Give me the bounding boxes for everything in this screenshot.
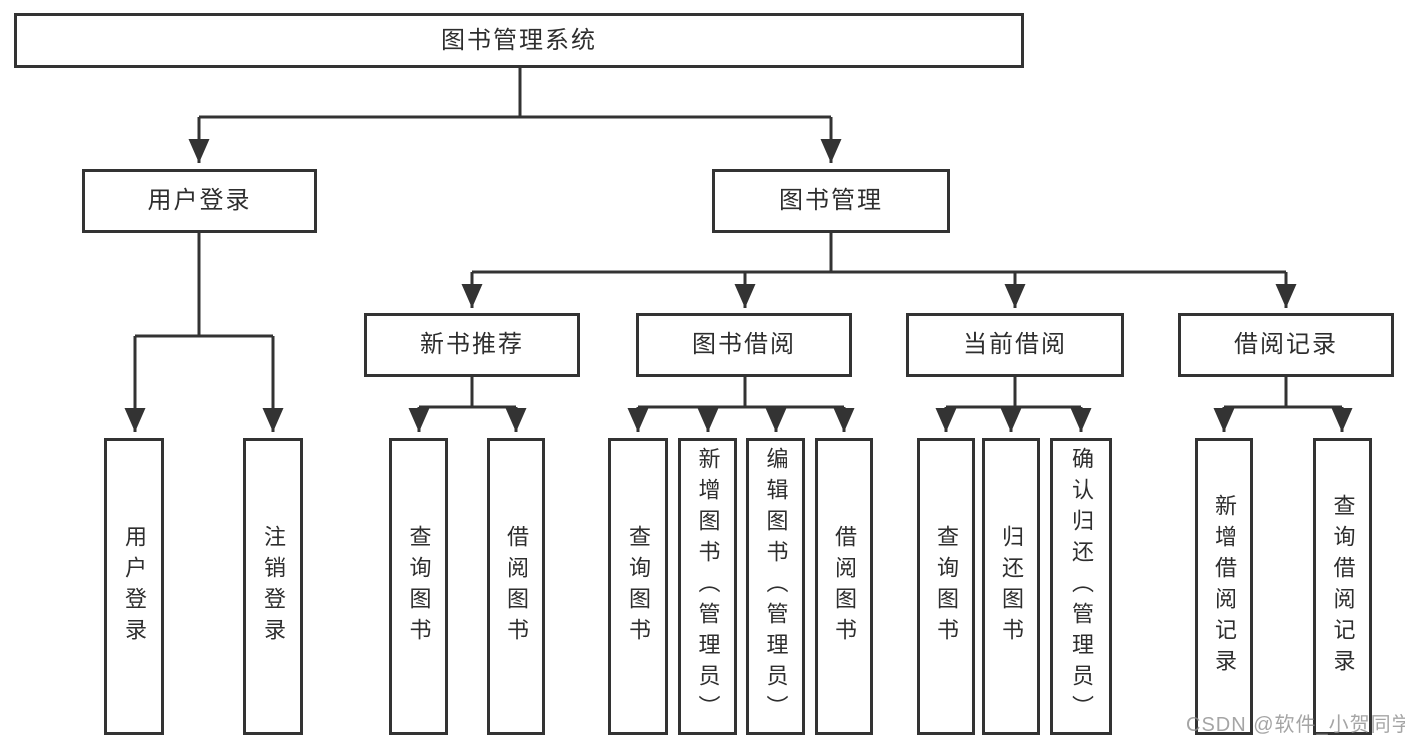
node-currentborrow-return-books: 归还图书 — [982, 438, 1040, 735]
node-bookborrow-add-books-admin: 新增图书（管理员） — [678, 438, 737, 735]
node-records-query-borrow-record: 查询借阅记录 — [1313, 438, 1372, 735]
node-bookborrow-query-books: 查询图书 — [608, 438, 668, 735]
node-currentborrow-query-books: 查询图书 — [917, 438, 975, 735]
node-bookborrow-borrow-books: 借阅图书 — [815, 438, 873, 735]
node-borrow-records: 借阅记录 — [1178, 313, 1394, 377]
node-root-library-system: 图书管理系统 — [14, 13, 1024, 68]
node-current-borrow: 当前借阅 — [906, 313, 1124, 377]
node-user-login: 用户登录 — [82, 169, 317, 233]
node-book-management: 图书管理 — [712, 169, 950, 233]
node-newbooks-query-books: 查询图书 — [389, 438, 448, 735]
csdn-watermark: CSDN @软件_小贺同学 — [1186, 714, 1405, 736]
node-bookborrow-edit-books-admin: 编辑图书（管理员） — [746, 438, 805, 735]
node-user-login-leaf: 用户登录 — [104, 438, 164, 735]
node-records-add-borrow-record: 新增借阅记录 — [1195, 438, 1253, 735]
node-logout-leaf: 注销登录 — [243, 438, 303, 735]
node-book-borrow: 图书借阅 — [636, 313, 852, 377]
node-newbooks-borrow-books: 借阅图书 — [487, 438, 545, 735]
node-currentborrow-confirm-return-admin: 确认归还（管理员） — [1050, 438, 1112, 735]
node-new-book-recommend: 新书推荐 — [364, 313, 580, 377]
